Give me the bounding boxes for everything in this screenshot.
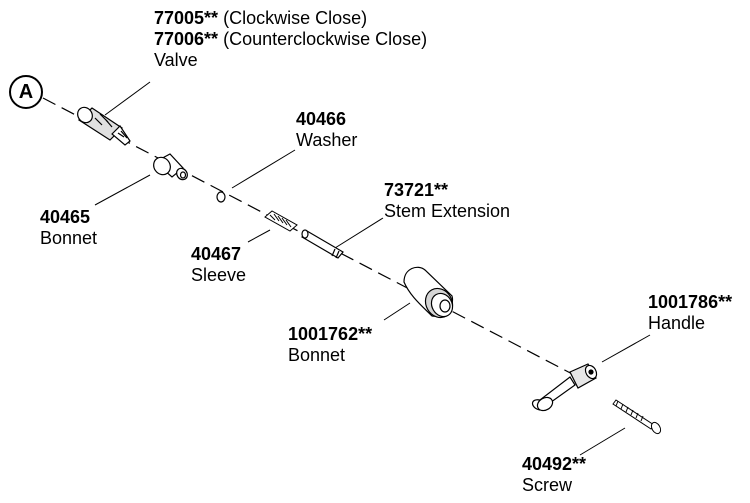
leader-bonnet-small <box>94 174 151 206</box>
callout-a: A <box>9 75 43 109</box>
leader-washer <box>231 149 296 189</box>
leader-handle <box>601 334 651 363</box>
stem-extension-number: 73721** <box>384 180 449 200</box>
leader-lines <box>94 81 651 456</box>
washer-name: Washer <box>296 130 358 150</box>
bonnet-large-number: 1001762** <box>288 324 373 344</box>
handle-name: Handle <box>648 313 706 333</box>
handle-part <box>531 363 598 412</box>
valve-line-2: 77006** (Counterclockwise Close) <box>154 29 427 50</box>
bonnet-large-name: Bonnet <box>288 345 346 365</box>
washer-label: 40466 Washer <box>296 109 357 151</box>
screw-number: 40492** <box>522 454 587 474</box>
bonnet-small-number: 40465 <box>40 207 91 227</box>
leader-screw <box>579 427 626 456</box>
sleeve-name: Sleeve <box>191 265 247 285</box>
screw-label: 40492** Screw <box>522 454 586 496</box>
stem-extension-label: 73721** Stem Extension <box>384 180 510 222</box>
bonnet-large-label: 1001762** Bonnet <box>288 324 372 366</box>
leader-stem <box>334 217 384 249</box>
washer-part <box>216 191 226 203</box>
valve-note-clockwise: (Clockwise Close) <box>223 8 368 28</box>
handle-number: 1001786** <box>648 292 733 312</box>
sleeve-label: 40467 Sleeve <box>191 244 246 286</box>
screw-name: Screw <box>522 475 573 495</box>
handle-label: 1001786** Handle <box>648 292 732 334</box>
bonnet-small-label: 40465 Bonnet <box>40 207 97 249</box>
valve-line-1: 77005** (Clockwise Close) <box>154 8 427 29</box>
valve-note-counterclockwise: (Counterclockwise Close) <box>223 29 428 49</box>
washer-number: 40466 <box>296 109 347 129</box>
bonnet-small-part <box>153 153 188 181</box>
bonnet-large-part <box>403 266 454 319</box>
bonnet-small-name: Bonnet <box>40 228 98 248</box>
leader-bonnet-large <box>383 302 411 321</box>
valve-number-clockwise: 77005** <box>154 8 219 28</box>
leader-valve <box>104 81 151 116</box>
screw-part <box>612 399 662 435</box>
sleeve-part <box>264 210 298 232</box>
valve-label: 77005** (Clockwise Close) 77006** (Count… <box>154 8 427 71</box>
stem-extension-name: Stem Extension <box>384 201 511 221</box>
valve-part <box>77 106 131 146</box>
valve-number-counterclockwise: 77006** <box>154 29 219 49</box>
valve-name: Valve <box>154 50 198 70</box>
leader-sleeve <box>247 229 271 243</box>
stem-extension-part <box>301 229 344 259</box>
sleeve-number: 40467 <box>191 244 242 264</box>
